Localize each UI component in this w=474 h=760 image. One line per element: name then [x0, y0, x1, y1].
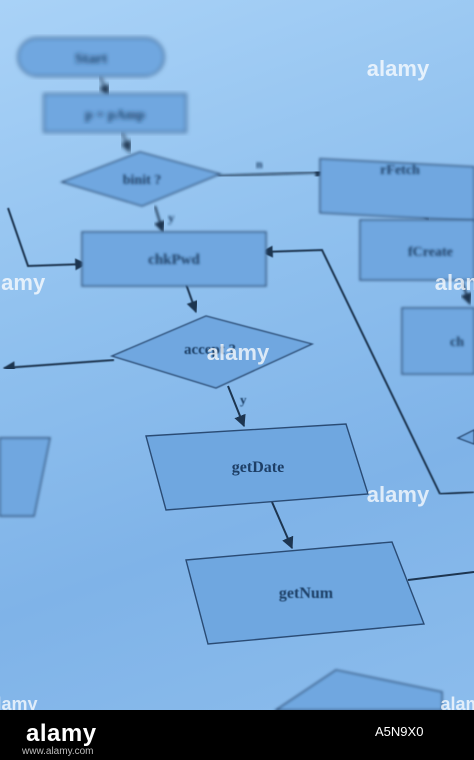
start-terminal	[17, 37, 165, 77]
connector-init-binit	[120, 131, 132, 154]
left-partial-box	[0, 437, 51, 517]
connector-chkpwd-accept	[185, 283, 199, 314]
watermark: alamy	[207, 340, 270, 365]
branch-n-label: n	[256, 157, 263, 171]
rfetch-label: rFetch	[380, 163, 420, 178]
connector-binit-chkpwd	[154, 205, 166, 234]
connector-right-loop-out	[439, 491, 474, 495]
watermark: alamy	[0, 270, 46, 295]
watermark: alamy	[367, 482, 430, 507]
watermark: alamy	[435, 270, 474, 295]
rfetch-process-box	[319, 158, 474, 222]
footer-url: www.alamy.com	[22, 746, 94, 757]
stock-footer-bar: alamy A5N9X0 www.alamy.com	[0, 710, 474, 760]
branch-y-label-2: y	[240, 392, 247, 407]
init-label: p = pAmp	[85, 108, 145, 123]
binit-label: binit ?	[123, 173, 162, 188]
chkpwd-process-box	[81, 231, 267, 287]
connector-binit-rfetch	[217, 166, 328, 179]
flowchart-diagram: Start p = pAmp binit ? n y rFetch chkPwd…	[0, 37, 474, 710]
flowchart-photo: Start p = pAmp binit ? n y rFetch chkPwd…	[0, 0, 474, 710]
connector-getnum-right	[407, 571, 474, 581]
init-process-box	[43, 93, 187, 133]
connector-left-loop-chkpwd	[7, 207, 88, 271]
watermark: alamy	[440, 694, 474, 710]
getnum-process-box	[185, 541, 425, 645]
accept-label: accept ?	[184, 342, 236, 358]
image-code: A5N9X0	[375, 724, 424, 739]
connector-accept-getdate	[227, 385, 246, 428]
connector-fcreate-next	[460, 281, 472, 306]
right-partial-box	[401, 307, 474, 375]
getdate-process-box	[145, 423, 369, 511]
connector-accept-left	[2, 359, 115, 374]
getdate-label: getDate	[232, 459, 284, 476]
accept-decision	[109, 315, 315, 389]
connector-getdate-getnum	[271, 501, 294, 550]
right-partial-decision	[456, 429, 474, 445]
chkpwd-label: chkPwd	[148, 252, 200, 268]
start-label: Start	[75, 51, 108, 67]
fcreate-label: fCreate	[408, 245, 453, 260]
fcreate-process-box	[359, 219, 474, 281]
connector-start-init	[98, 75, 110, 98]
connector-right-loop-chkpwd	[260, 245, 441, 495]
watermark: alamy	[367, 56, 430, 81]
binit-decision	[59, 151, 223, 207]
bottom-partial-shape	[274, 669, 443, 710]
getnum-label: getNum	[279, 585, 334, 602]
watermark: alamy	[0, 694, 38, 710]
connectors	[2, 75, 474, 581]
right-partial-label: ch	[450, 335, 464, 350]
alamy-logo: alamy	[26, 720, 97, 747]
branch-y-label-1: y	[168, 210, 175, 225]
